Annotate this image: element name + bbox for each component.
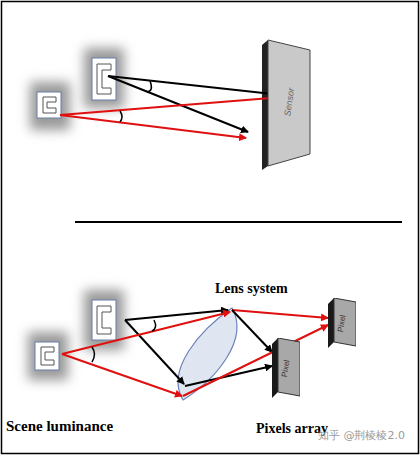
pixel-box: Pixel (272, 338, 300, 398)
sensor-box: Sensor (266, 36, 312, 168)
rays (62, 310, 328, 396)
watermark: 知乎 @荆棱棱2.0 (318, 428, 405, 443)
pixels-label: Pixels array (256, 421, 328, 437)
divider (75, 221, 402, 223)
lens-label: Lens system (215, 281, 288, 297)
pixel-box: Pixel (328, 298, 356, 348)
scene-object (28, 290, 124, 380)
sensor-plate (262, 40, 268, 170)
scene-label: Scene luminance (6, 418, 113, 435)
